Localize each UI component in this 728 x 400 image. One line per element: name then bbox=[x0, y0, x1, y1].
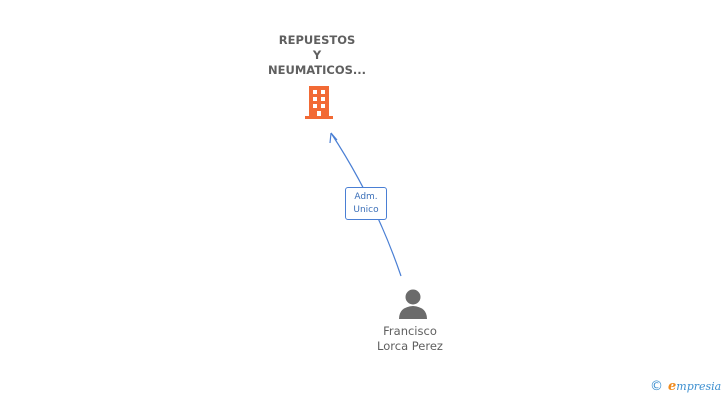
company-name-line-1: REPUESTOS bbox=[278, 33, 356, 47]
company-name-line-3: NEUMATICOS... bbox=[268, 63, 366, 77]
brand-logo[interactable]: empresia bbox=[668, 380, 728, 396]
role-line-1: Adm. bbox=[354, 192, 378, 202]
role-label[interactable]: Adm. Unico bbox=[345, 187, 387, 220]
brand-initial: e bbox=[668, 379, 677, 394]
brand-rest: mpresia bbox=[676, 380, 722, 393]
building-icon[interactable] bbox=[303, 84, 335, 120]
role-line-2: Unico bbox=[353, 205, 379, 215]
person-icon[interactable] bbox=[398, 288, 428, 320]
person-name-line-2: Lorca Perez bbox=[377, 339, 443, 353]
arrow-head-icon bbox=[329, 132, 338, 144]
company-name-line-2: Y bbox=[312, 48, 322, 62]
person-name[interactable]: Francisco Lorca Perez bbox=[350, 324, 470, 354]
person-name-line-1: Francisco bbox=[383, 324, 437, 338]
copyright-icon: © bbox=[650, 379, 663, 394]
company-name[interactable]: REPUESTOS Y NEUMATICOS... bbox=[247, 33, 387, 78]
